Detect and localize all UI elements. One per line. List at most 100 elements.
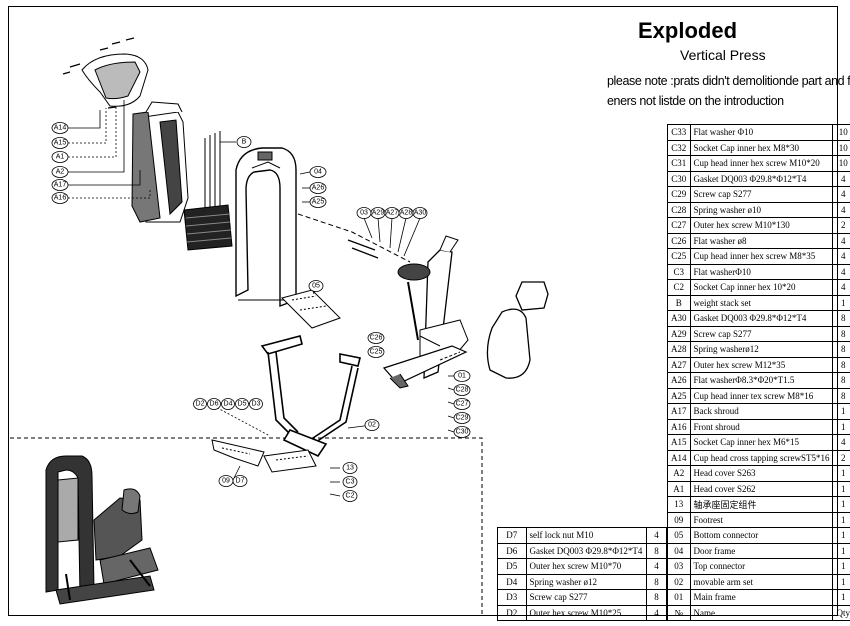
part-name: self lock nut M10 xyxy=(525,527,648,544)
callout-d2 xyxy=(193,398,207,410)
part-qty: 8 xyxy=(646,573,667,590)
callout-label: 04 xyxy=(314,169,322,176)
part-qty: 8 xyxy=(832,372,850,389)
callout-label: A16 xyxy=(54,195,67,202)
part-number: A2 xyxy=(667,465,691,482)
note-line-2: eners not listde on the introduction xyxy=(607,94,784,108)
callout-label: A29 xyxy=(372,210,385,217)
part-number: C32 xyxy=(667,139,691,156)
callout-label: A14 xyxy=(54,125,67,132)
callout-c25 xyxy=(367,346,385,358)
part-number: C2 xyxy=(667,279,691,296)
part-number: 02 xyxy=(667,573,691,590)
part-qty: 8 xyxy=(832,341,850,358)
part-name: Back shroud xyxy=(689,403,834,420)
part-number: D7 xyxy=(497,527,527,544)
part-name: Outer hex screw M10*25 xyxy=(525,604,648,621)
part-number: C33 xyxy=(667,124,691,141)
callout-label: B xyxy=(242,139,247,146)
part-qty: 1 xyxy=(832,558,850,575)
part-number: C27 xyxy=(667,217,691,234)
callout-c28 xyxy=(453,384,471,396)
part-name: Socket Cap inner hex M8*30 xyxy=(689,139,834,156)
part-number: № xyxy=(667,604,691,621)
part-name: Outer hex screw M12*35 xyxy=(689,356,834,373)
part-name: Outer hex screw M10*130 xyxy=(689,217,834,234)
callout-c27 xyxy=(453,398,471,410)
callout-label: D5 xyxy=(238,401,247,408)
part-number: A16 xyxy=(667,418,691,435)
part-number: A1 xyxy=(667,480,691,497)
part-name: Gasket DQ003 Φ29.8*Φ12*T4 xyxy=(689,170,834,187)
part-qty: 8 xyxy=(832,387,850,404)
part-number: 01 xyxy=(667,589,691,606)
part-name: weight stack set xyxy=(689,294,834,311)
part-name: Flat washer Φ10 xyxy=(689,124,834,141)
callout-label: 09 xyxy=(222,478,230,485)
part-number: B xyxy=(667,294,691,311)
part-qty: 2 xyxy=(832,449,850,466)
callout-label: A26 xyxy=(312,185,325,192)
callout-label: D3 xyxy=(252,401,261,408)
part-name: Name xyxy=(689,604,834,621)
part-qty: 1 xyxy=(832,294,850,311)
part-name: Flat washerΦ10 xyxy=(689,263,834,280)
part-name: Cup head inner hex screw M8*35 xyxy=(689,248,834,265)
part-qty: 4 xyxy=(832,232,850,249)
movable-arm-part xyxy=(260,335,361,458)
callout-d6 xyxy=(207,398,221,410)
back-pad xyxy=(486,308,531,379)
part-name: Spring washerø12 xyxy=(689,341,834,358)
weight-stack-part xyxy=(183,131,233,251)
part-qty: 4 xyxy=(832,201,850,218)
callout-label: A15 xyxy=(54,140,67,147)
part-number: C3 xyxy=(667,263,691,280)
callout-label: 13 xyxy=(346,465,354,472)
callout-label: 05 xyxy=(312,283,320,290)
callout-label: C2 xyxy=(346,493,355,500)
part-number: C29 xyxy=(667,186,691,203)
part-qty: 4 xyxy=(832,263,850,280)
part-number: A14 xyxy=(667,449,691,466)
callout-a14 xyxy=(51,122,69,134)
part-qty: 1 xyxy=(832,511,850,528)
callout-a26 xyxy=(309,182,327,194)
part-number: A15 xyxy=(667,434,691,451)
part-name: Spring washer ø12 xyxy=(525,573,648,590)
callout-d7 xyxy=(232,475,248,487)
inset-machine-view xyxy=(45,455,159,605)
callout-c3 xyxy=(342,476,358,488)
note-line-1: please note :prats didn't demolitionde p… xyxy=(607,74,850,88)
seat-pad-small xyxy=(515,281,549,311)
part-number: C31 xyxy=(667,155,691,172)
part-number: A27 xyxy=(667,356,691,373)
callout-a2 xyxy=(51,166,69,178)
part-name: Top connector xyxy=(689,558,834,575)
callout-label: 03 xyxy=(360,210,368,217)
callout-label: A27 xyxy=(386,210,399,217)
callout-01 xyxy=(453,370,471,382)
part-qty: 1 xyxy=(832,403,850,420)
callout-a25 xyxy=(309,196,327,208)
callout-05 xyxy=(308,280,324,292)
callout-group-a30 xyxy=(412,207,428,219)
